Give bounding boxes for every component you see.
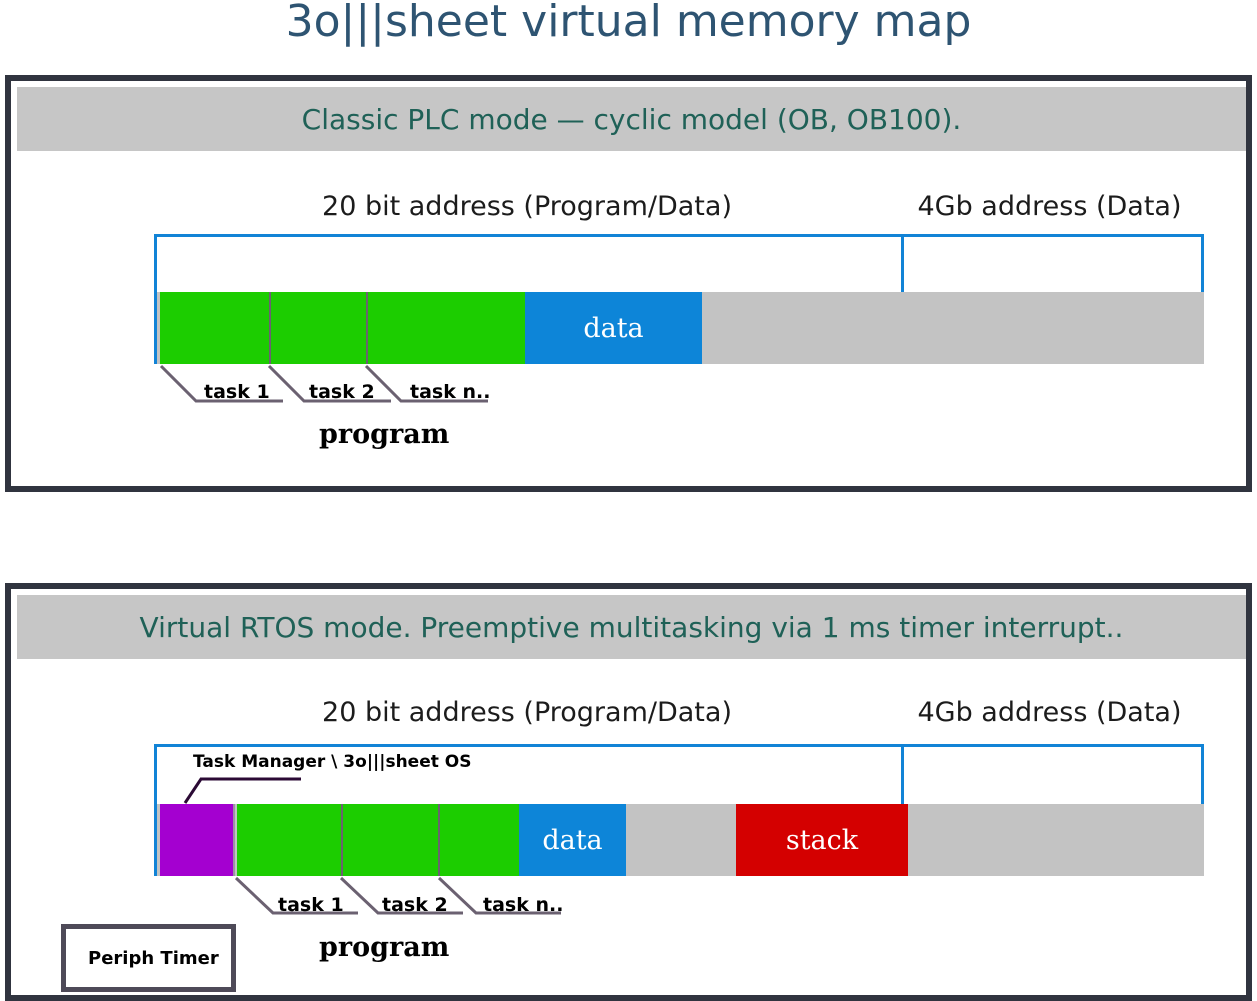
rtos-address-label-left: 20 bit address (Program/Data) [322, 697, 732, 728]
classic-frame-left [154, 234, 157, 364]
classic-task-label-1: task 1 [204, 381, 270, 403]
rtos-block-task-1[interactable] [237, 804, 343, 876]
rtos-task-label-2: task 2 [382, 894, 448, 916]
rtos-block-data-label: data [542, 824, 603, 856]
panel-rtos-header: Virtual RTOS mode. Preemptive multitaski… [17, 595, 1246, 659]
panel-rtos-header-text: Virtual RTOS mode. Preemptive multitaski… [139, 610, 1124, 644]
rtos-frame-left [154, 744, 157, 876]
panel-classic-plc: Classic PLC mode — cyclic model (OB, OB1… [5, 75, 1252, 492]
classic-task-label-n: task n.. [410, 381, 491, 403]
classic-memory-bar: data [157, 292, 1204, 364]
classic-program-label: program [319, 419, 450, 450]
classic-block-data-label: data [583, 312, 644, 344]
classic-block-task-1[interactable] [160, 292, 271, 364]
rtos-program-label: program [319, 932, 450, 963]
classic-frame-top [154, 234, 1204, 237]
rtos-address-label-right: 4Gb address (Data) [917, 697, 1182, 728]
panel-classic-header: Classic PLC mode — cyclic model (OB, OB1… [17, 87, 1246, 151]
classic-task-label-2: task 2 [309, 381, 375, 403]
rtos-block-task-n[interactable] [440, 804, 519, 876]
panel-virtual-rtos: Virtual RTOS mode. Preemptive multitaski… [5, 583, 1252, 1001]
rtos-memory-bar: data stack [157, 804, 1204, 876]
rtos-block-stack[interactable]: stack [736, 804, 908, 876]
page-title: 3o|||sheet virtual memory map [285, 0, 972, 47]
classic-address-label-right: 4Gb address (Data) [917, 191, 1182, 222]
rtos-block-task-manager[interactable] [160, 804, 235, 876]
classic-block-task-2[interactable] [271, 292, 368, 364]
periph-timer-box[interactable]: Periph Timer [61, 924, 236, 992]
rtos-block-stack-label: stack [785, 824, 859, 856]
rtos-task-label-1: task 1 [278, 894, 344, 916]
rtos-task-manager-label: Task Manager \ 3o|||sheet OS [193, 752, 472, 772]
rtos-block-data[interactable]: data [519, 804, 626, 876]
classic-address-label-left: 20 bit address (Program/Data) [322, 191, 732, 222]
rtos-block-task-2[interactable] [343, 804, 440, 876]
periph-timer-label: Periph Timer [88, 947, 219, 969]
classic-block-data[interactable]: data [525, 292, 702, 364]
rtos-task-label-n: task n.. [483, 894, 564, 916]
panel-classic-header-text: Classic PLC mode — cyclic model (OB, OB1… [301, 102, 962, 136]
classic-block-task-n[interactable] [368, 292, 525, 364]
rtos-frame-top [154, 744, 1204, 747]
